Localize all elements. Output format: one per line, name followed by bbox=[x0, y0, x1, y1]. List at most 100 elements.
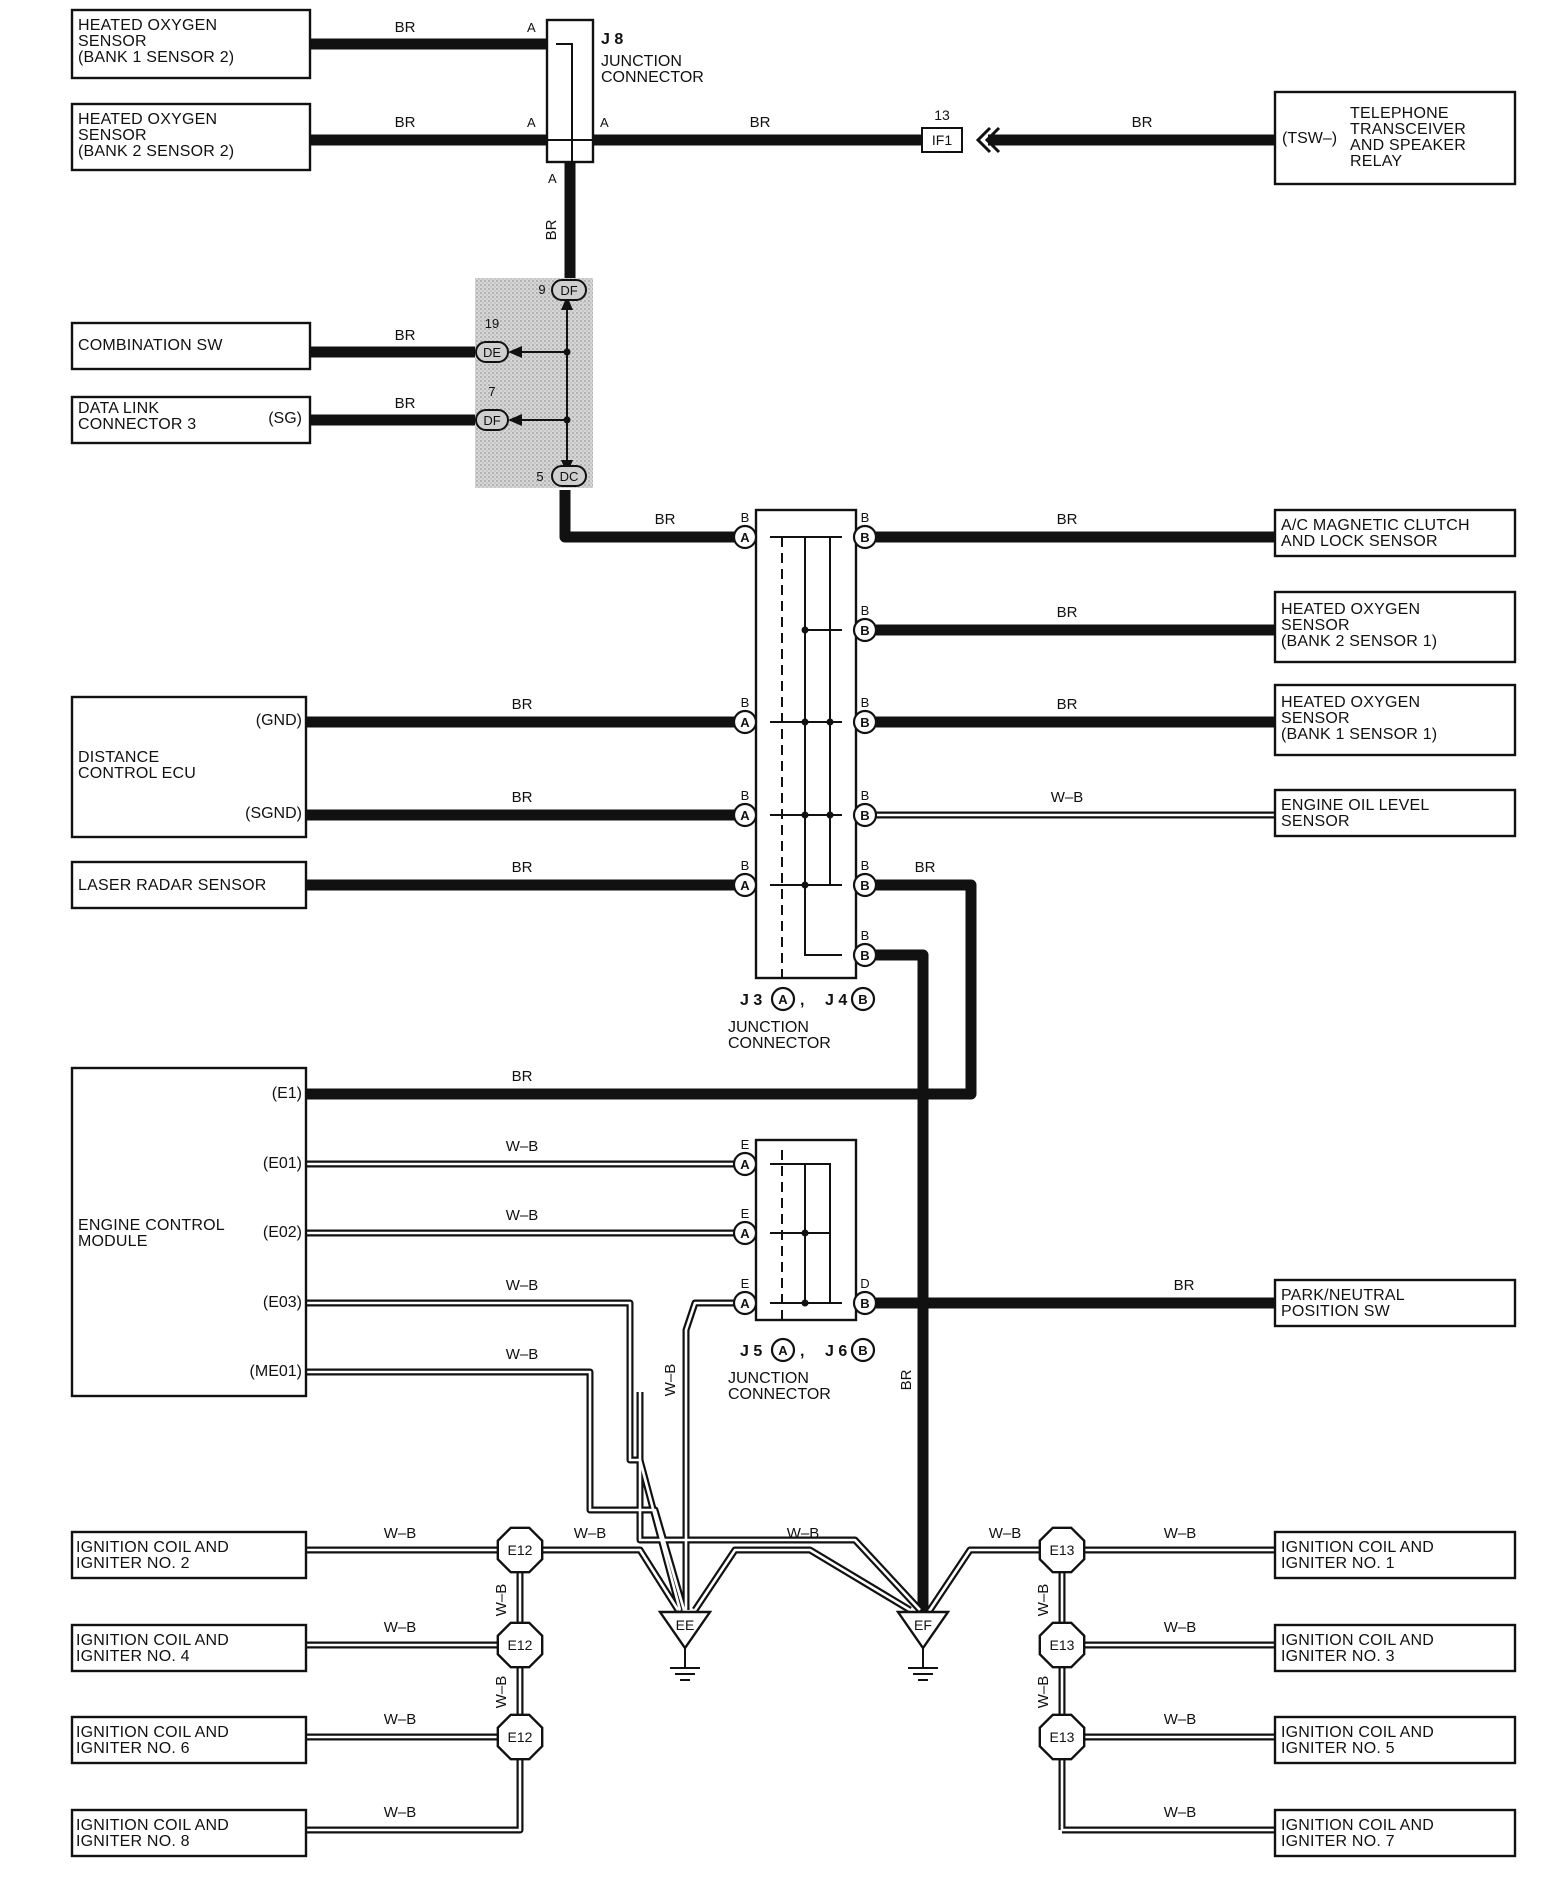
svg-text:B: B bbox=[860, 808, 869, 823]
ign4-box bbox=[70, 1623, 308, 1673]
ecm-box bbox=[70, 1066, 308, 1398]
ign5-box bbox=[1273, 1715, 1517, 1765]
splice-e13-1: E13 bbox=[1038, 1621, 1086, 1669]
ac-clutch-box bbox=[1273, 508, 1517, 558]
svg-text:B: B bbox=[861, 858, 870, 873]
wire-label-wb: W–B bbox=[384, 1619, 417, 1636]
j8-pin-a1: A bbox=[527, 20, 536, 35]
j4-id: J 4 bbox=[825, 992, 847, 1009]
wire-label-wb: W–B bbox=[493, 1584, 510, 1617]
svg-text:A: A bbox=[740, 1296, 750, 1311]
j4-pin-b-4: BB bbox=[852, 858, 878, 898]
dlc3-sg-pin: (SG) bbox=[268, 410, 302, 427]
wire-label-br: BR bbox=[512, 789, 533, 806]
wire-label-wb: W–B bbox=[506, 1138, 539, 1155]
if1-chevron-icon bbox=[975, 126, 1001, 154]
ground-ef-label: EF bbox=[914, 1617, 932, 1633]
ign1-box bbox=[1273, 1530, 1517, 1580]
svg-text:B: B bbox=[741, 788, 750, 803]
comma-1: , bbox=[800, 992, 804, 1009]
svg-text:B: B bbox=[860, 623, 869, 638]
laser-radar-box bbox=[70, 860, 308, 910]
dlc1-pin-7: 7 bbox=[488, 384, 495, 399]
j8-pin-a4: A bbox=[548, 171, 557, 186]
ign8-box bbox=[70, 1808, 308, 1858]
svg-text:B: B bbox=[860, 715, 869, 730]
wb-wires bbox=[306, 811, 1275, 1834]
splice-e13-0: E13 bbox=[1038, 1526, 1086, 1574]
if1-label: IF1 bbox=[932, 132, 952, 148]
j4-pin-b-3: BB bbox=[852, 788, 878, 828]
svg-text:E: E bbox=[741, 1206, 750, 1221]
svg-text:A: A bbox=[740, 1157, 750, 1172]
splice-e12-0: E12 bbox=[496, 1526, 544, 1574]
svg-text:B: B bbox=[858, 1343, 867, 1358]
distance-sgnd-pin: (SGND) bbox=[245, 805, 302, 822]
wire-label-wb: W–B bbox=[1164, 1525, 1197, 1542]
j6-pin-b: BD bbox=[852, 1276, 878, 1316]
wire-label-br: BR bbox=[395, 395, 416, 412]
j4-pin-b-5: BB bbox=[852, 928, 878, 968]
svg-text:A: A bbox=[778, 1343, 788, 1358]
wire-label-wb: W–B bbox=[384, 1525, 417, 1542]
wire-label-wb: W–B bbox=[506, 1277, 539, 1294]
br-wires bbox=[306, 38, 1275, 1620]
wire-label-wb: W–B bbox=[662, 1364, 679, 1397]
wire-label-br: BR bbox=[543, 219, 560, 240]
svg-text:B: B bbox=[741, 858, 750, 873]
svg-text:B: B bbox=[860, 530, 869, 545]
wire-label-br: BR bbox=[1057, 511, 1078, 528]
if1-pin: 13 bbox=[934, 107, 950, 123]
dlc1-pin-5: 5 bbox=[536, 469, 543, 484]
laser-radar-label: LASER RADAR SENSOR bbox=[78, 877, 267, 894]
wire-label-wb: W–B bbox=[493, 1676, 510, 1709]
dlc1-df: DF bbox=[483, 413, 500, 428]
j4-pin-b-2: BB bbox=[852, 695, 878, 735]
svg-text:B: B bbox=[858, 992, 867, 1007]
wire-label-wb: W–B bbox=[1164, 1804, 1197, 1821]
j3-j4-junction-connector bbox=[754, 508, 858, 980]
wire-label-br: BR bbox=[395, 19, 416, 36]
j5-legend-circle: A bbox=[770, 1337, 796, 1363]
dlc1-dc: DC bbox=[560, 469, 579, 484]
j8-pin-a3: A bbox=[600, 115, 609, 130]
j4-pin-b-1: BB bbox=[852, 603, 878, 643]
combination-sw-label: COMBINATION SW bbox=[78, 337, 223, 354]
wire-label-wb: W–B bbox=[384, 1711, 417, 1728]
j5-pin-a-0: AE bbox=[732, 1137, 758, 1177]
ecm-e01-pin: (E01) bbox=[263, 1155, 302, 1172]
j4-legend-circle: B bbox=[850, 986, 876, 1012]
ho2s-bank2-sensor2-box bbox=[70, 102, 312, 172]
j3-legend-circle: A bbox=[770, 986, 796, 1012]
wire-label-wb: W–B bbox=[1035, 1584, 1052, 1617]
svg-text:A: A bbox=[740, 530, 750, 545]
ign7-box bbox=[1273, 1808, 1517, 1858]
j6-legend-circle: B bbox=[850, 1337, 876, 1363]
ecm-me01-pin: (ME01) bbox=[250, 1363, 302, 1380]
ground-ee-label: EE bbox=[676, 1617, 695, 1633]
svg-text:E: E bbox=[741, 1276, 750, 1291]
svg-text:B: B bbox=[741, 510, 750, 525]
j3-pin-a-1: AB bbox=[732, 695, 758, 735]
ground-points: EE EF bbox=[657, 1610, 951, 1681]
dlc3-box bbox=[70, 395, 312, 445]
wire-label-br: BR bbox=[395, 327, 416, 344]
ground-ef: EF bbox=[895, 1610, 951, 1681]
j8-id: J 8 bbox=[601, 31, 623, 48]
svg-text:E13: E13 bbox=[1050, 1637, 1075, 1653]
splice-e13-2: E13 bbox=[1038, 1713, 1086, 1761]
